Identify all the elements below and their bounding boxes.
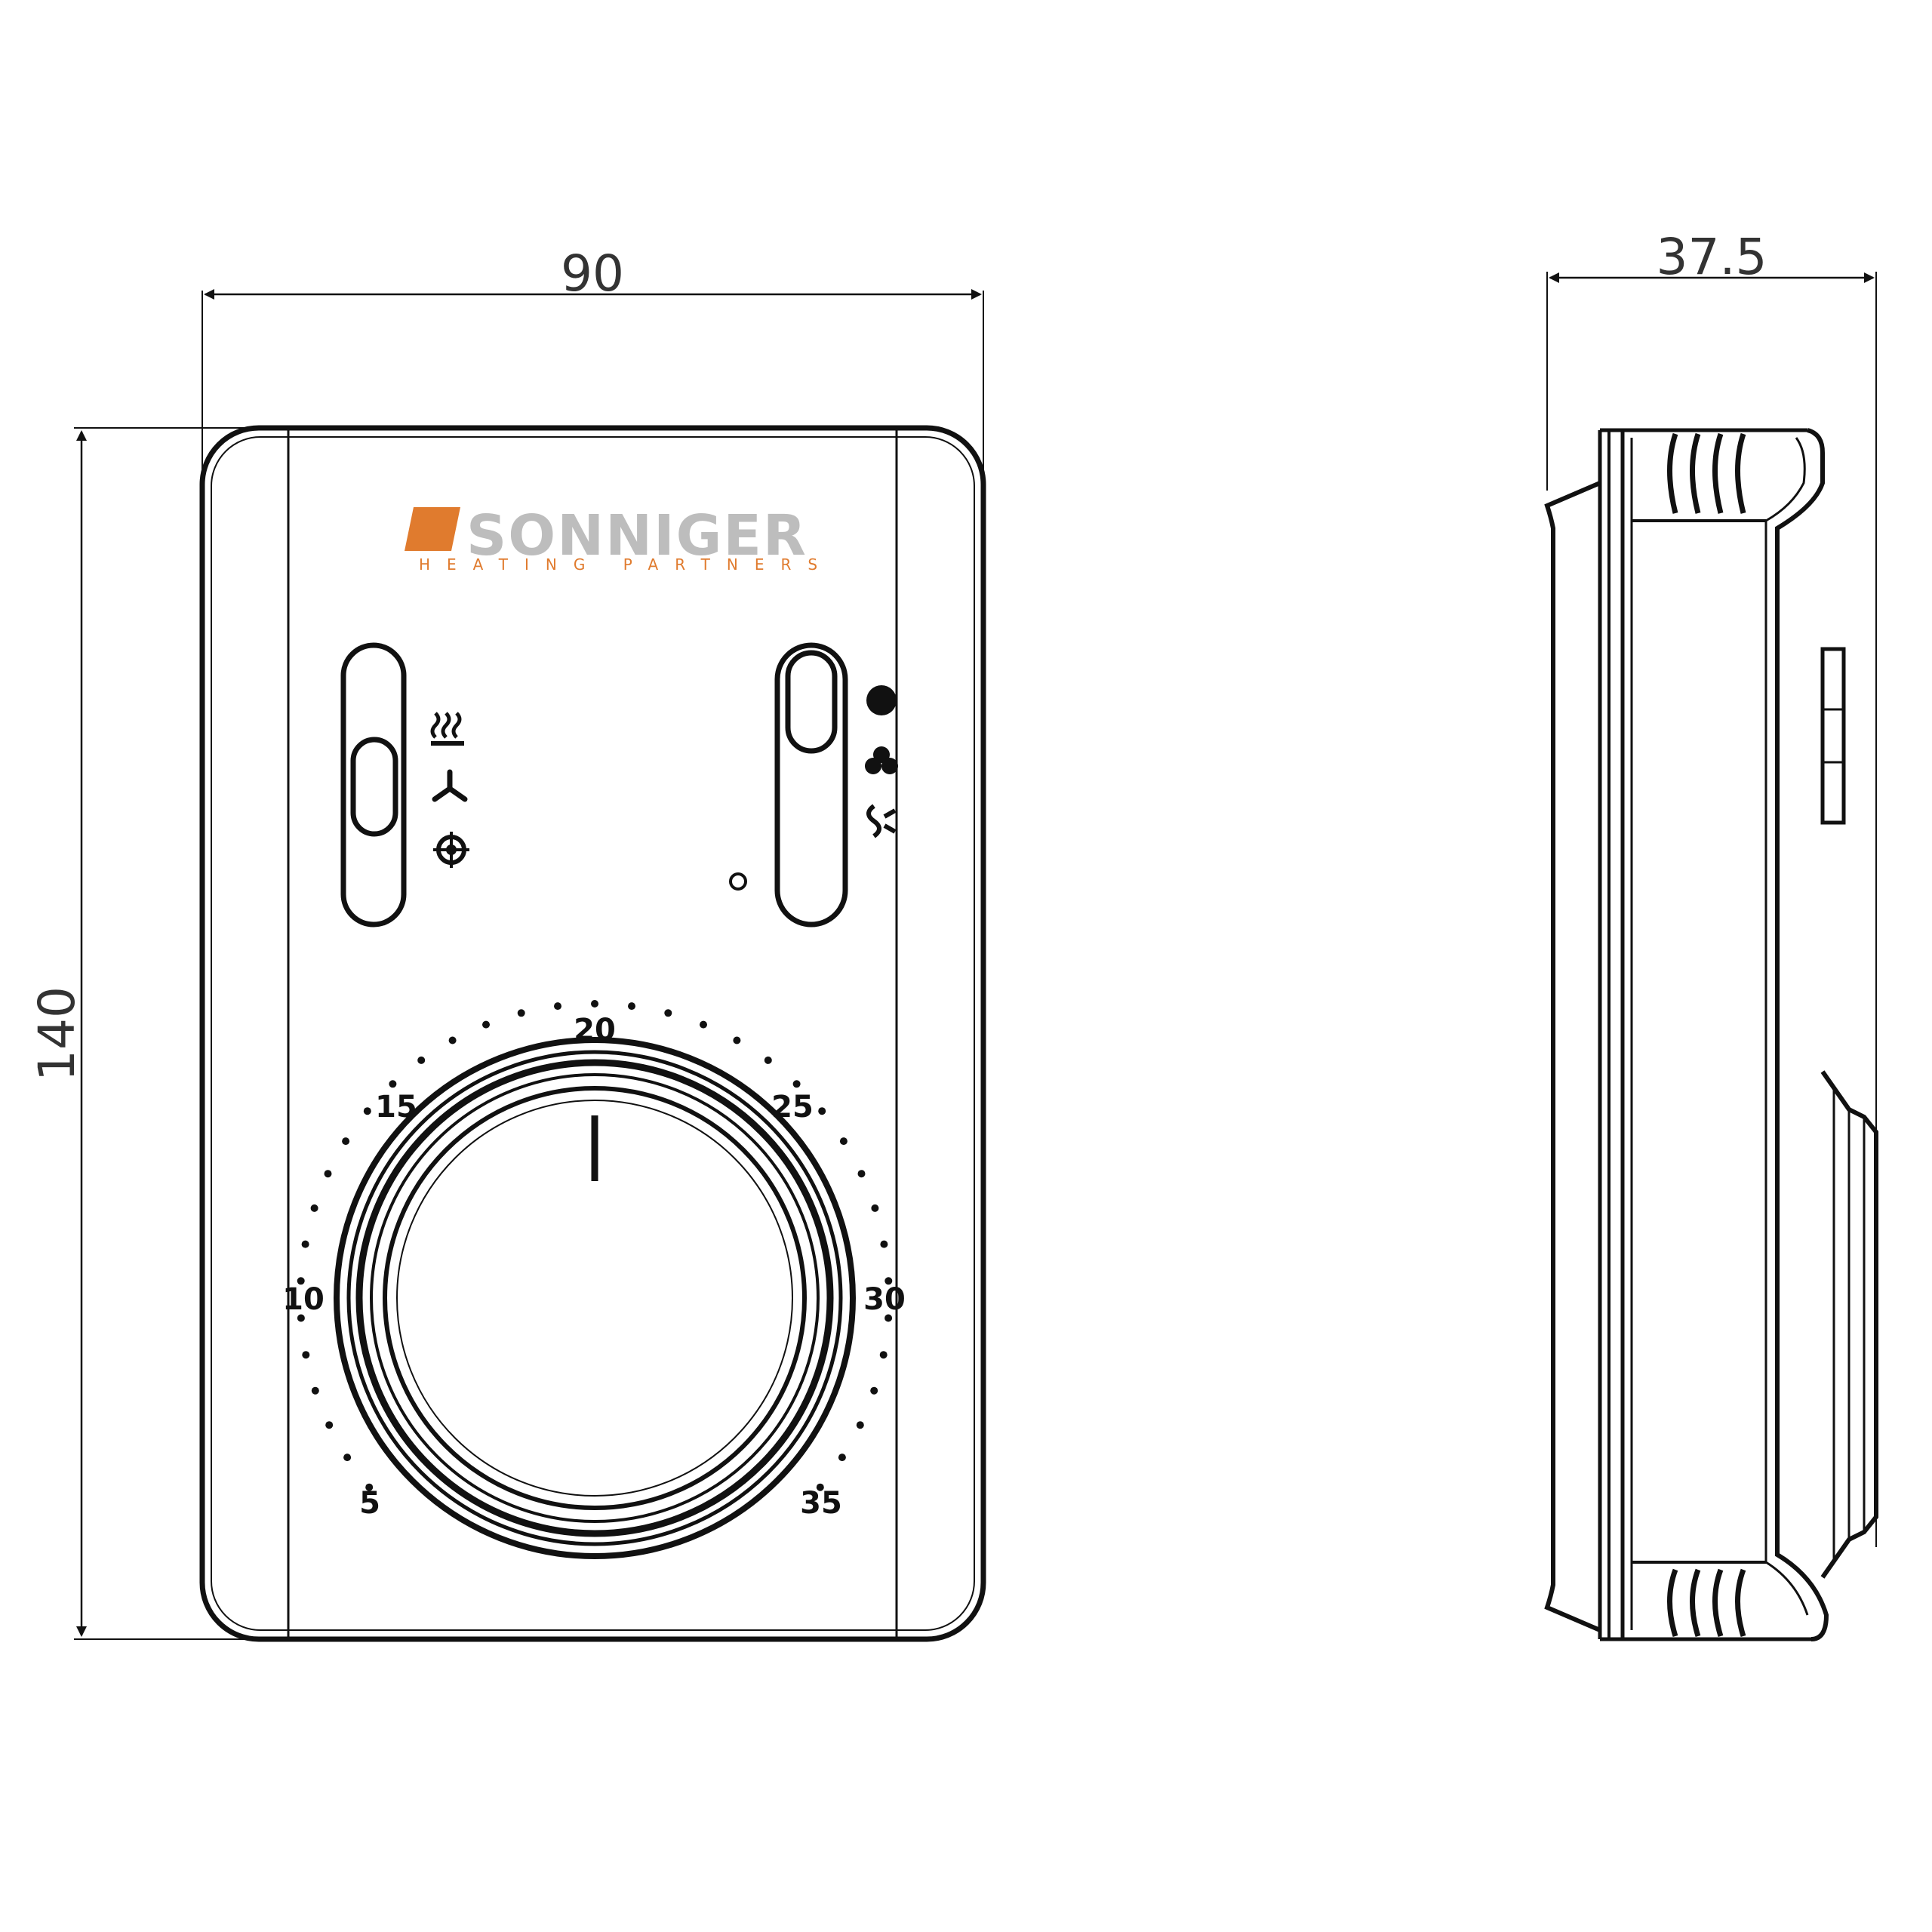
side-vents-top xyxy=(1667,432,1746,514)
dial-scale-dot xyxy=(389,1080,397,1088)
side-vents-bottom xyxy=(1667,1568,1746,1638)
dial-scale-dot xyxy=(628,1002,635,1011)
speed-low-icon xyxy=(866,804,897,838)
dial-scale-dot xyxy=(880,1240,888,1248)
dial-scale-dot xyxy=(554,1002,561,1011)
dial-scale-dot xyxy=(792,1080,801,1088)
dial-scale-label-35: 35 xyxy=(800,1486,842,1521)
front-housing-inner-edge xyxy=(211,436,975,1631)
dial-scale-dot xyxy=(310,1204,318,1212)
dial-scale-dot xyxy=(816,1483,824,1491)
brand-name: SONNIGER xyxy=(466,503,808,568)
mode-switch[interactable] xyxy=(340,642,407,928)
side-view xyxy=(1544,428,1878,1641)
dial-scale-dot xyxy=(764,1056,772,1064)
dial-scale-dot xyxy=(870,1386,878,1395)
dial-scale-dot xyxy=(343,1454,352,1462)
brand-tagline: HEATING PARTNERS xyxy=(419,555,834,574)
brand-logo: SONNIGER HEATING PARTNERS xyxy=(405,503,834,574)
dial-inner-ring xyxy=(383,1086,807,1510)
dial-scale-label-5: 5 xyxy=(359,1486,380,1521)
dial-scale-dot xyxy=(884,1277,893,1285)
dial-scale-label-30: 30 xyxy=(863,1282,906,1317)
dial-scale-dot xyxy=(342,1137,350,1146)
dial-ring-4 xyxy=(370,1073,820,1523)
speed-switch-knob[interactable] xyxy=(785,650,838,754)
dial-scale-dot xyxy=(856,1421,864,1429)
speed-high-icon xyxy=(866,685,897,715)
dial-scale-dot xyxy=(301,1240,309,1248)
dial-scale-dot xyxy=(664,1009,672,1017)
dial-scale-dot xyxy=(417,1056,426,1064)
dial-scale-dot xyxy=(591,1000,598,1008)
mode-switch-slot xyxy=(340,642,407,928)
mode-switch-knob[interactable] xyxy=(350,737,398,837)
depth-dimension-label: 37.5 xyxy=(1657,228,1767,286)
dial-scale-dot xyxy=(884,1314,893,1322)
fan-icon xyxy=(432,769,468,802)
dial-face xyxy=(396,1100,793,1497)
temperature-dial[interactable] xyxy=(334,1037,856,1559)
dial-scale-dot xyxy=(302,1351,310,1359)
dial-scale-dot xyxy=(297,1314,305,1322)
side-switch-protrusion xyxy=(1820,647,1846,825)
brand-logo-mark-icon xyxy=(405,507,460,551)
width-dimension-label: 90 xyxy=(561,245,624,303)
dial-scale-dot xyxy=(871,1204,879,1212)
dial-scale-dot xyxy=(325,1421,334,1429)
speed-medium-icon xyxy=(865,746,898,774)
dial-scale-dot xyxy=(857,1170,866,1178)
heating-coil-icon xyxy=(430,712,464,746)
dial-scale-dot xyxy=(365,1483,374,1491)
dial-scale-dot xyxy=(297,1277,305,1285)
dial-outer-ring xyxy=(334,1037,856,1559)
front-housing xyxy=(199,425,986,1642)
dial-scale-dot xyxy=(733,1036,741,1044)
dial-scale-dot xyxy=(838,1454,846,1462)
indicator-led xyxy=(729,872,747,891)
dial-scale-dot xyxy=(818,1107,826,1115)
dial-scale-dot xyxy=(839,1137,848,1146)
speed-switch-slot xyxy=(774,642,848,928)
dial-scale-dot xyxy=(363,1107,371,1115)
side-wall-plate xyxy=(1544,481,1601,1632)
dial-scale-dot xyxy=(311,1386,319,1395)
dial-scale-dot xyxy=(482,1020,490,1029)
dial-scale-dot xyxy=(879,1351,888,1359)
side-dial-protrusion xyxy=(1820,1070,1878,1579)
dial-scale-dot xyxy=(324,1170,332,1178)
dial-scale-dot xyxy=(448,1036,457,1044)
dial-scale-dot xyxy=(700,1020,707,1029)
dial-scale-label-10: 10 xyxy=(282,1282,325,1317)
dial-ring-2 xyxy=(346,1050,843,1546)
dial-scale-dots xyxy=(297,1000,893,1491)
dial-scale-dot xyxy=(517,1009,525,1017)
dial-ring-3 xyxy=(355,1059,834,1537)
side-front-contour xyxy=(1775,428,1829,1641)
speed-switch[interactable] xyxy=(774,642,848,928)
height-dimension-label: 140 xyxy=(28,986,86,1081)
cooling-icon xyxy=(433,832,469,868)
